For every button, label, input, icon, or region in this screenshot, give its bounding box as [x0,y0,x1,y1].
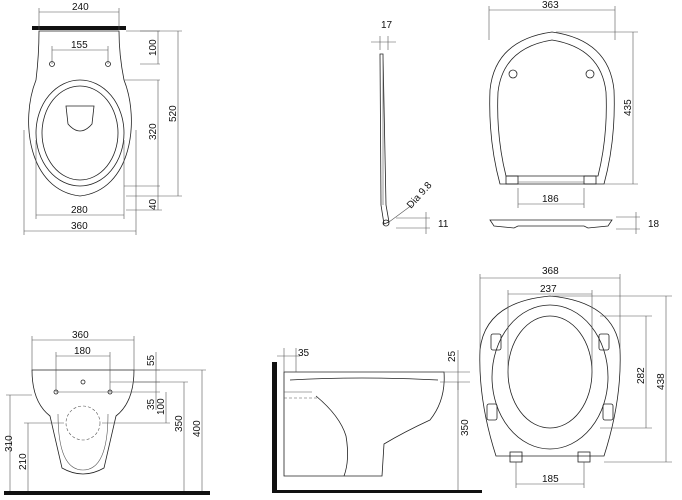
side-trap-curve [315,395,348,477]
dim-400: 400 [192,420,203,437]
dim-320: 320 [148,123,159,140]
dim-186: 186 [542,194,559,205]
seat-buffer-right [585,69,595,79]
seat-hinge-right [583,175,597,185]
front-hole-top [80,379,86,385]
side-wall [272,362,277,492]
seat-side-profile [379,53,390,225]
front-pedestal-inner [57,413,109,471]
bowl-rim-outer [35,79,125,187]
seat-side-view: 17 Dia 9.8 11 [371,20,449,234]
outlet-circle [65,405,101,441]
dim-35-side: 35 [298,348,310,359]
dim-180: 180 [74,346,91,357]
side-outline [283,371,445,477]
front-view: 360 180 55 35 100 400 350 310 210 [4,330,210,495]
bowl-outline [28,30,132,197]
side-view: 35 25 350 [272,348,482,493]
dim-210: 210 [18,453,29,470]
side-rim [289,377,439,381]
seat-plan-buffer-tr [598,333,610,351]
dim-100-front: 100 [156,398,167,415]
dim-520: 520 [168,105,179,122]
dim-368: 368 [542,266,559,277]
dim-155: 155 [71,40,88,51]
seat-plan-view: 368 237 282 438 185 [479,266,672,488]
seat-plan-hinge-right [577,451,591,463]
dim-310: 310 [4,435,15,452]
dim-280: 280 [71,205,88,216]
dim-350-side: 350 [460,419,471,436]
dim-35-front: 35 [146,398,157,410]
dim-55: 55 [146,354,157,366]
seat-plan-ring [491,304,609,450]
dim-435: 435 [623,99,634,116]
floor-line [4,491,210,495]
top-view: 240 155 100 520 320 40 280 360 [23,2,182,235]
dim-185: 185 [542,474,559,485]
dim-282: 282 [636,367,647,384]
dim-18: 18 [648,219,660,230]
dim-17: 17 [381,20,393,31]
seat-plan-hinge-left [509,451,523,463]
seat-outline [489,31,615,185]
seat-plan-buffer-tl [490,333,502,351]
side-floor [272,490,482,493]
seat-plan-buffer-br [602,403,614,421]
dim-237: 237 [540,284,557,295]
seat-plan-buffer-bl [486,403,498,421]
seat-plan-outline [479,295,621,457]
seat-rear-profile [489,219,613,229]
dim-360-front: 360 [72,330,89,341]
seat-hinge-left [505,175,519,185]
dim-25: 25 [447,350,458,362]
dim-11: 11 [438,219,449,230]
seat-top-view: 363 435 186 18 [488,0,660,234]
front-outline [31,369,135,475]
dim-240: 240 [72,2,89,13]
bowl-outlet [65,105,95,132]
dim-100-top: 100 [148,39,159,56]
hinge-pin [382,219,390,227]
dim-350-front: 350 [174,415,185,432]
seat-buffer-left [508,69,518,79]
seat-plan-opening [507,315,593,429]
dim-360: 360 [71,221,88,232]
bowl-rim-inner [41,85,119,181]
seat-inner-outline [497,39,607,177]
dim-363: 363 [542,0,559,11]
dim-438: 438 [656,373,667,390]
dim-dia: Dia 9.8 [405,180,435,211]
dim-40: 40 [148,198,159,210]
wall-plate [32,26,126,30]
